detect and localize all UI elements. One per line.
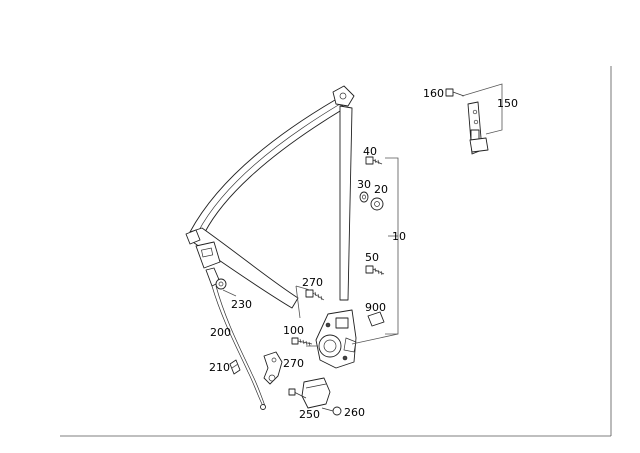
- part-900: [367, 311, 385, 327]
- belt-retractor: [315, 309, 357, 369]
- label-900: 900: [365, 301, 386, 314]
- label-260: 260: [344, 406, 365, 419]
- label-100: 100: [283, 324, 304, 337]
- bolt-270-upper: [305, 289, 325, 301]
- label-270-lower: 270: [283, 357, 304, 370]
- label-20: 20: [374, 183, 388, 196]
- belt-end-anchor: [185, 229, 201, 245]
- cable-clip-230: [215, 278, 227, 290]
- label-40: 40: [363, 145, 377, 158]
- bolt-50: [365, 265, 385, 276]
- kit-bracket-150: [461, 83, 503, 135]
- belt-latch-plate: [195, 241, 221, 269]
- label-250: 250: [299, 408, 320, 421]
- nut-20: [370, 197, 384, 211]
- label-150: 150: [497, 97, 518, 110]
- bolt-160: [445, 88, 465, 97]
- upper-belt-guide: [332, 85, 355, 107]
- leader-lines: [222, 285, 318, 369]
- height-adjuster-150: [467, 101, 489, 155]
- label-10: 10: [392, 230, 406, 243]
- bolt-40: [365, 156, 383, 165]
- label-30: 30: [357, 178, 371, 191]
- belt-tensioner-250: [288, 377, 331, 409]
- belt-webbing: [189, 99, 353, 309]
- guide-bracket-270: [263, 351, 283, 385]
- screw-100: [291, 337, 313, 347]
- label-210: 210: [209, 361, 230, 374]
- label-160: 160: [423, 87, 444, 100]
- label-50: 50: [365, 251, 379, 264]
- kit-bracket-10: [351, 157, 399, 345]
- cable-cover-210: [229, 359, 241, 375]
- washer-30: [359, 191, 369, 203]
- label-200: 200: [210, 326, 231, 339]
- bolt-260: [321, 406, 342, 416]
- label-270-upper: 270: [302, 276, 323, 289]
- label-230: 230: [231, 298, 252, 311]
